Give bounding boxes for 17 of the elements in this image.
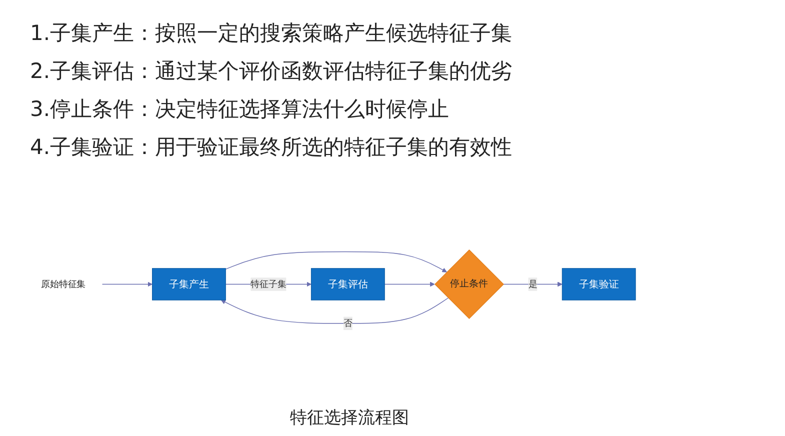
node-box: 子集产生 [152, 268, 226, 300]
edge-label: 特征子集 [250, 278, 286, 290]
node-box: 子集验证 [562, 268, 636, 300]
node-text: 原始特征集 [41, 278, 86, 290]
edge-label: 否 [343, 318, 352, 328]
arrow [220, 298, 449, 324]
node-box: 子集评估 [310, 268, 385, 300]
diagram-caption: 特征选择流程图 [290, 407, 409, 429]
arrow [102, 282, 152, 287]
arrow [225, 251, 447, 272]
list-item: 2.子集评估：通过某个评价函数评估特征子集的优劣 [30, 58, 512, 85]
list-item: 3.停止条件：决定特征选择算法什么时候停止 [30, 96, 450, 123]
edge-label: 是 [528, 278, 538, 290]
list-item: 1.子集产生：按照一定的搜索策略产生候选特征子集 [30, 20, 512, 47]
list-item: 4.子集验证：用于验证最终所选的特征子集的有效性 [30, 134, 512, 161]
arrow [384, 282, 435, 287]
node-diamond: 停止条件 [434, 250, 504, 319]
